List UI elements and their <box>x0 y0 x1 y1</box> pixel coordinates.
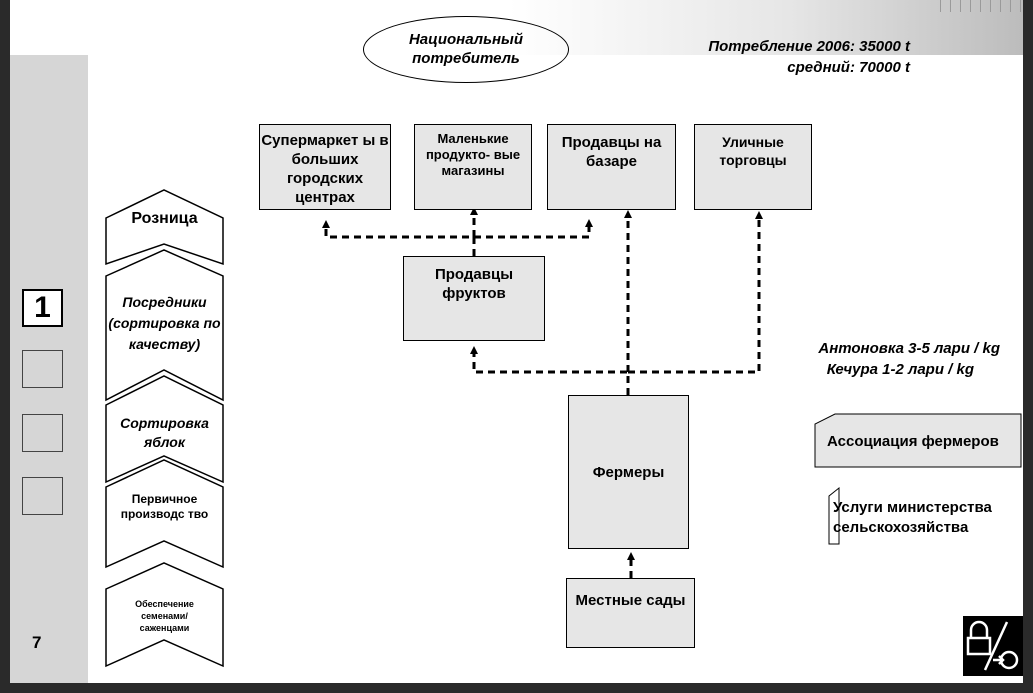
retail-box-bazaar: Продавцы на базаре <box>547 124 676 210</box>
ministry-label: Услуги министерства сельскохозяйства <box>833 499 992 536</box>
frame-right <box>1023 0 1033 693</box>
national-consumer-ellipse: Национальный потребитель <box>363 16 569 83</box>
pager-square-active[interactable]: 1 <box>22 289 63 327</box>
top-tick-marks <box>940 0 1022 12</box>
price-line-1: Антоновка 3-5 лари / kg <box>818 340 1000 357</box>
chevron-shape-retail <box>105 189 224 266</box>
consumption-line-2: средний: 70000 t <box>787 59 910 76</box>
fruit-sellers-box: Продавцы фруктов <box>403 256 545 341</box>
association-shape <box>814 413 1022 468</box>
ministry-shape <box>828 486 840 545</box>
retail-box-supermarkets: Супермаркет ы в больших городских центра… <box>259 124 391 210</box>
frame-left <box>0 0 10 693</box>
chevron-shape-seedlings <box>105 562 224 668</box>
chevron-shape-intermediaries <box>105 249 224 402</box>
connector-farmers-to-fruit-sellers <box>470 346 630 395</box>
stage-label-seedlings: Обеспечение семенами/ саженцами <box>135 599 194 633</box>
connector-fruit-to-retail <box>322 220 476 256</box>
retail-box-street-vendors: Уличные торговцы <box>694 124 812 210</box>
farmers-box: Фермеры <box>568 395 689 549</box>
lock-to-key-logo-icon <box>963 616 1023 676</box>
chevron-shape-primary <box>105 459 224 569</box>
consumption-line-1: Потребление 2006: 35000 t <box>708 38 910 55</box>
pager-square-4[interactable] <box>22 477 63 515</box>
price-line-2: Кечура 1-2 лари / kg <box>826 361 974 378</box>
local-gardens-box: Местные сады <box>566 578 695 648</box>
stage-label-primary: Первичное производс тво <box>120 492 209 521</box>
chevron-shape-sorting <box>105 375 224 484</box>
frame-bottom <box>0 683 1033 693</box>
association-label: Ассоциация фермеров <box>827 433 999 450</box>
stage-label-retail: Розница <box>131 210 198 227</box>
retail-box-small-shops: Маленькие продукто- вые магазины <box>414 124 532 210</box>
page-number: 7 <box>32 633 42 652</box>
stage-label-sorting: Сортировка яблок <box>120 415 209 450</box>
pager-square-3[interactable] <box>22 414 63 452</box>
stage-label-intermediaries: Посредники (сортировка по качеству) <box>108 294 221 352</box>
pager-square-2[interactable] <box>22 350 63 388</box>
connector-fruit-to-bazaar <box>474 219 593 239</box>
